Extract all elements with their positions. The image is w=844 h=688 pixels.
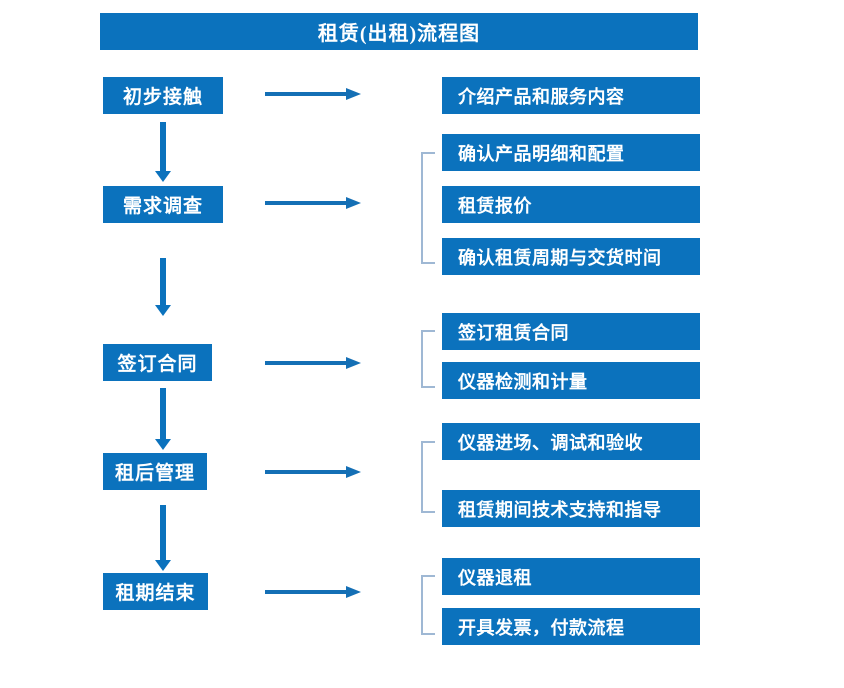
vertical-arrow-3 [155,388,171,450]
stage-box-2[interactable]: 需求调查 [103,186,223,223]
arrow-shaft [265,361,348,365]
down-arrow-icon [155,560,171,571]
arrow-shaft [265,590,348,594]
stage-box-1[interactable]: 初步接触 [103,77,223,114]
vertical-arrow-1 [155,122,171,182]
horizontal-arrow-2 [265,197,361,209]
stage-box-3[interactable]: 签订合同 [103,344,212,381]
arrow-shaft [160,122,166,171]
group-bracket-2 [421,152,435,264]
arrow-shaft [265,92,348,96]
arrow-head-icon [346,357,361,369]
down-arrow-icon [155,439,171,450]
horizontal-arrow-3 [265,357,361,369]
group-bracket-3 [421,330,435,388]
vertical-arrow-4 [155,505,171,571]
arrow-head-icon [346,586,361,598]
detail-box-3-1[interactable]: 签订租赁合同 [442,313,700,350]
page-title: 租赁(出租)流程图 [100,13,698,50]
detail-box-1-1[interactable]: 介绍产品和服务内容 [442,77,700,114]
detail-box-4-1[interactable]: 仪器进场、调试和验收 [442,423,700,460]
vertical-arrow-2 [155,258,171,316]
arrow-shaft [160,258,166,305]
arrow-shaft [265,470,348,474]
detail-box-5-1[interactable]: 仪器退租 [442,558,700,595]
arrow-head-icon [346,88,361,100]
detail-box-4-2[interactable]: 租赁期间技术支持和指导 [442,490,700,527]
detail-box-5-2[interactable]: 开具发票，付款流程 [442,608,700,645]
detail-box-3-2[interactable]: 仪器检测和计量 [442,362,700,399]
arrow-shaft [160,388,166,439]
detail-box-2-2[interactable]: 租赁报价 [442,186,700,223]
down-arrow-icon [155,171,171,182]
horizontal-arrow-4 [265,466,361,478]
horizontal-arrow-5 [265,586,361,598]
group-bracket-4 [421,441,435,513]
arrow-shaft [265,201,348,205]
stage-box-5[interactable]: 租期结束 [103,573,208,610]
stage-box-4[interactable]: 租后管理 [103,453,207,490]
arrow-head-icon [346,197,361,209]
arrow-shaft [160,505,166,560]
arrow-head-icon [346,466,361,478]
horizontal-arrow-1 [265,88,361,100]
down-arrow-icon [155,305,171,316]
detail-box-2-3[interactable]: 确认租赁周期与交货时间 [442,238,700,275]
detail-box-2-1[interactable]: 确认产品明细和配置 [442,134,700,171]
group-bracket-5 [421,575,435,635]
